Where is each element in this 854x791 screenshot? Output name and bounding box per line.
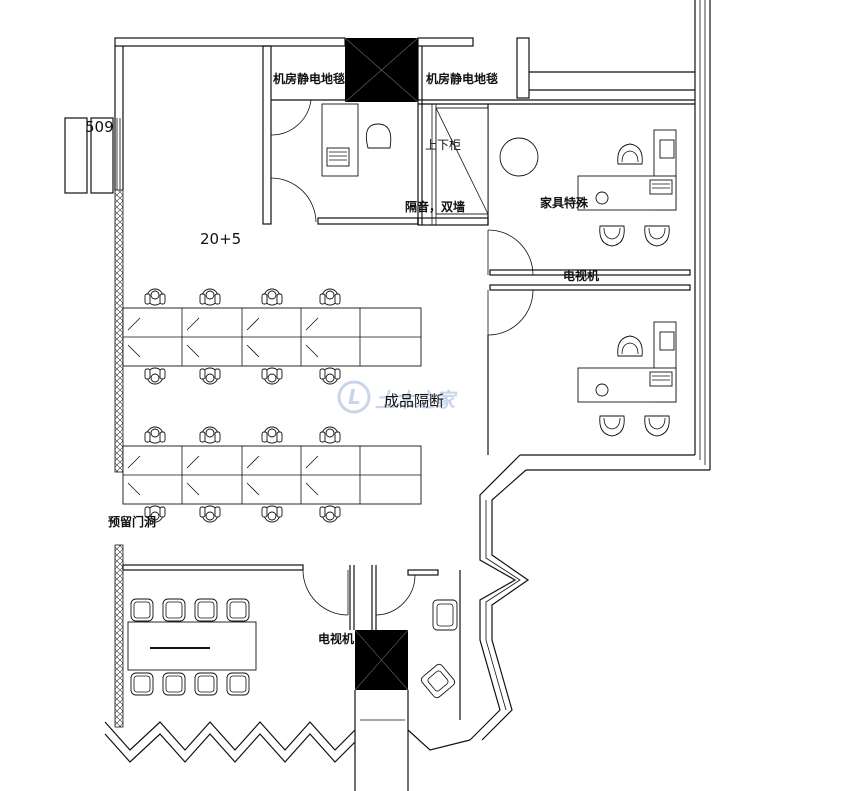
room-number-label: 509: [85, 118, 114, 136]
small-room-furniture: [420, 599, 458, 699]
workstation-cluster-1: [122, 288, 422, 385]
doors: [270, 99, 534, 616]
server-rack-top: [344, 37, 419, 103]
special-furniture-label: 家具特殊: [540, 195, 589, 210]
server-carpet-label-left: 机房静电地毯: [273, 71, 345, 86]
workstation-count-label: 20+5: [200, 230, 241, 248]
column-bottom: [354, 629, 409, 691]
server-room-furniture: [321, 103, 392, 177]
cabinet-label: 上下柜: [425, 138, 461, 152]
room-509-block: 509: [64, 117, 114, 194]
cabinet: [435, 107, 489, 215]
server-carpet-label-right: 机房静电地毯: [426, 71, 498, 86]
office-upper: [499, 129, 677, 247]
office-lower: [577, 321, 677, 437]
walls: [104, 0, 711, 791]
meeting-room: [127, 598, 257, 696]
svg-text:L: L: [348, 385, 361, 409]
watermark-text: 土木之家: [375, 388, 458, 412]
partition-label: 成品隔断: [384, 392, 444, 410]
double-wall-label: 隔音，双墙: [405, 199, 465, 214]
tv-label-upper: 电视机: [563, 268, 599, 283]
tv-label-lower: 电视机: [318, 631, 354, 646]
reserved-door-label: 预留门洞: [108, 514, 156, 529]
watermark: L 土木之家: [337, 380, 458, 414]
workstation-cluster-2: [122, 426, 422, 523]
